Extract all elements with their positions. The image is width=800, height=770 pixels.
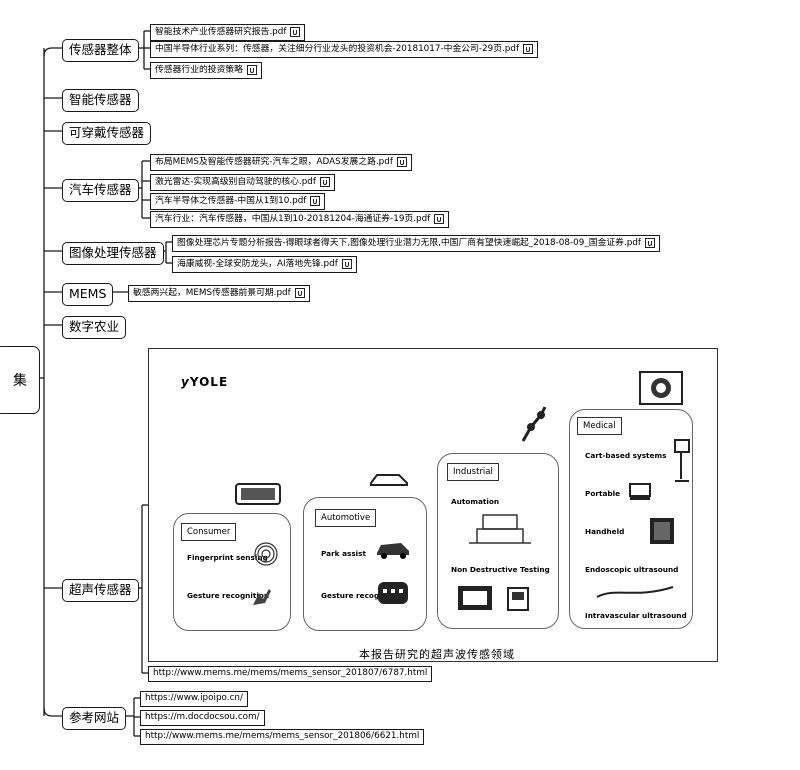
category-title: Consumer (181, 523, 237, 541)
category-medical (569, 409, 693, 629)
category-item: Handheld (585, 527, 625, 536)
category-title: Medical (577, 417, 622, 435)
dashboard-icon (378, 582, 408, 604)
web-link-label: https://www.ipoipo.cn/ (145, 693, 243, 703)
category-consumer (173, 513, 291, 631)
attachment-icon (320, 177, 330, 187)
handheld-ultrasound-icon (650, 518, 674, 544)
category-item: Endoscopic ultrasound (585, 565, 679, 574)
endoscope-probe-icon (596, 586, 674, 598)
file-link[interactable]: 传感器行业的投资策略 (150, 62, 262, 79)
category-item: Cart-based systems (585, 451, 667, 460)
category-item: Automation (451, 497, 500, 506)
branch-label: 参考网站 (69, 710, 120, 725)
branch-label: 传感器整体 (69, 42, 132, 57)
category-item: Park assist (321, 549, 367, 558)
attachment-icon (396, 157, 407, 167)
category-item: Intravascular ultrasound (585, 611, 687, 620)
yole-logo: yYOLE (181, 375, 229, 389)
branch-label: 超声传感器 (69, 582, 132, 597)
web-link-label: https://m.docdocsou.com/ (145, 712, 260, 722)
root-label: 集 (13, 373, 27, 389)
file-link[interactable]: 海康威视-全球安防龙头，AI落地先锋.pdf (172, 256, 357, 273)
file-link-label: 汽车半导体之传感器-中国从1到10.pdf (155, 195, 307, 206)
file-link[interactable]: 中国半导体行业系列：传感器，关注细分行业龙头的投资机会-20181017-中金公… (150, 41, 539, 58)
file-link-label: 激光雷达-实现高级别自动驾驶的核心.pdf (155, 176, 316, 187)
category-industrial (437, 453, 559, 629)
root-node[interactable]: 集 (0, 346, 40, 414)
category-title: Industrial (447, 463, 499, 481)
branch-mems[interactable]: MEMS (62, 283, 114, 306)
attachment-icon (290, 27, 301, 37)
category-item: Gesture recognition (321, 591, 404, 600)
file-link[interactable]: 敏感两兴起，MEMS传感器前景可期.pdf (128, 285, 310, 302)
ultrasonic-market-image[interactable]: yYOLE Consumer Fingerprint sensing Gestu… (148, 348, 718, 662)
web-link[interactable]: http://www.mems.me/mems/mems_sensor_2018… (148, 666, 433, 682)
attachment-icon (310, 196, 321, 206)
file-link-label: 汽车行业：汽车传感器，中国从1到10-20181204-海通证券-19页.pdf (155, 213, 431, 224)
category-item: Non Destructive Testing (451, 565, 550, 574)
file-link-label: 敏感两兴起，MEMS传感器前景可期.pdf (133, 287, 291, 298)
car-top-icon (370, 474, 408, 486)
category-item: Portable (585, 489, 621, 498)
category-item: Gesture recognition (187, 591, 270, 600)
branch-label: 汽车传感器 (69, 182, 132, 197)
branch-label: 数字农业 (69, 319, 120, 334)
attachment-icon (434, 214, 445, 224)
attachment-icon (523, 44, 534, 54)
file-link[interactable]: 智能技术产业传感器研究报告.pdf (150, 24, 306, 41)
attachment-icon (294, 288, 305, 298)
file-link[interactable]: 汽车半导体之传感器-中国从1到10.pdf (150, 193, 326, 210)
branch-wearable-sensor[interactable]: 可穿戴传感器 (62, 122, 152, 145)
web-link[interactable]: https://www.ipoipo.cn/ (140, 691, 248, 707)
file-link-label: 智能技术产业传感器研究报告.pdf (155, 26, 287, 37)
branch-reference-websites[interactable]: 参考网站 (62, 707, 127, 730)
file-link-label: 传感器行业的投资策略 (155, 64, 243, 75)
web-link[interactable]: http://www.mems.me/mems/mems_sensor_2018… (140, 729, 425, 745)
branch-ultrasonic-sensor[interactable]: 超声传感器 (62, 579, 139, 602)
file-link[interactable]: 汽车行业：汽车传感器，中国从1到10-20181204-海通证券-19页.pdf (150, 211, 450, 228)
file-link-label: 海康威视-全球安防龙头，AI落地先锋.pdf (177, 258, 338, 269)
branch-digital-agriculture[interactable]: 数字农业 (62, 316, 127, 339)
category-title: Automotive (315, 509, 377, 527)
portable-ultrasound-icon (629, 483, 651, 500)
branch-label: MEMS (69, 286, 107, 301)
branch-smart-sensor[interactable]: 智能传感器 (62, 89, 139, 112)
web-link-label: http://www.mems.me/mems/mems_sensor_2018… (153, 668, 428, 678)
phone-icon (235, 483, 281, 505)
attachment-icon (246, 65, 257, 75)
pipe-inspection-icon (458, 586, 492, 610)
branch-sensor-overall[interactable]: 传感器整体 (62, 39, 139, 62)
logo-text: YOLE (189, 375, 229, 389)
file-link-label: 布局MEMS及智能传感器研究-汽车之眼，ADAS发展之路.pdf (155, 156, 393, 167)
file-link-label: 图像处理芯片专题分析报告-得眼球者得天下,图像处理行业潜力无限,中国厂商有望快速… (177, 237, 642, 248)
branch-label: 智能传感器 (69, 92, 132, 107)
car-icon (377, 543, 409, 559)
report-cover-icon (639, 371, 683, 405)
file-link-label: 中国半导体行业系列：传感器，关注细分行业龙头的投资机会-20181017-中金公… (155, 43, 520, 54)
branch-automotive-sensor[interactable]: 汽车传感器 (62, 179, 139, 202)
branch-label: 可穿戴传感器 (69, 125, 145, 140)
web-link-label: http://www.mems.me/mems/mems_sensor_2018… (145, 731, 420, 741)
image-caption: 本报告研究的超声波传感领域 (359, 648, 515, 661)
file-link[interactable]: 布局MEMS及智能传感器研究-汽车之眼，ADAS发展之路.pdf (150, 154, 412, 171)
hand-gesture-icon (253, 589, 271, 605)
cart-ultrasound-icon (674, 439, 690, 482)
robot-arm-icon (521, 406, 547, 442)
attachment-icon (341, 259, 352, 269)
file-link[interactable]: 图像处理芯片专题分析报告-得眼球者得天下,图像处理行业潜力无限,中国厂商有望快速… (172, 235, 661, 252)
branch-image-processing-sensor[interactable]: 图像处理传感器 (62, 242, 164, 265)
category-automotive (303, 497, 427, 631)
attachment-icon (645, 238, 656, 248)
factory-icon (469, 514, 531, 544)
ndt-device-icon (507, 587, 529, 611)
fingerprint-icon (254, 542, 278, 566)
web-link[interactable]: https://m.docdocsou.com/ (140, 710, 265, 726)
category-item: Fingerprint sensing (187, 553, 268, 562)
branch-label: 图像处理传感器 (69, 245, 157, 260)
file-link[interactable]: 激光雷达-实现高级别自动驾驶的核心.pdf (150, 174, 335, 191)
